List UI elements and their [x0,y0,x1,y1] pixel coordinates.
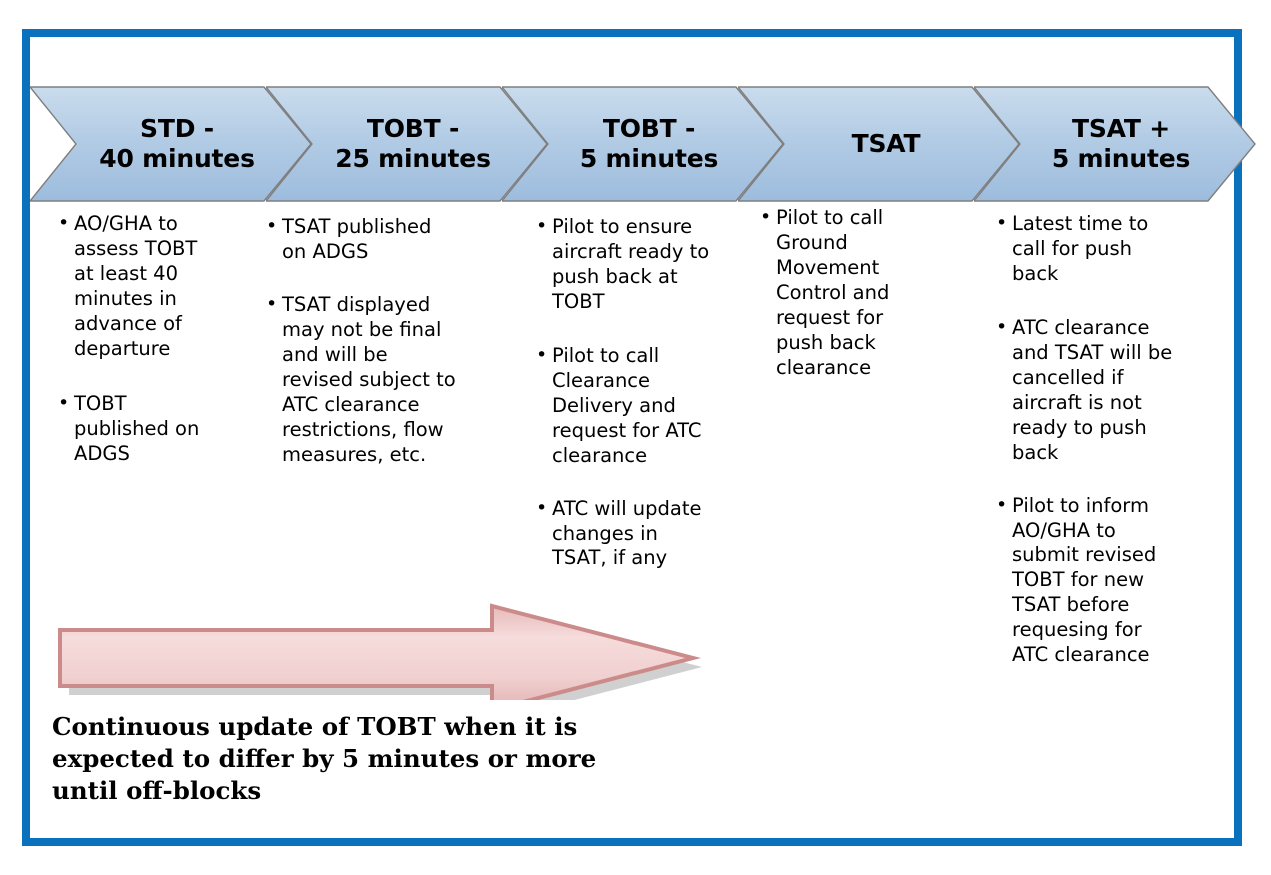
stage-label: TOBT - 5 minutes [579,114,719,173]
list-item: Pilot to call Clearance Delivery and req… [536,343,711,469]
caption-text: Continuous update of TOBT when it is exp… [52,712,597,805]
bullet-text: TOBT published on ADGS [74,391,200,465]
list-item: TOBT published on ADGS [58,391,208,467]
list-item: Pilot to call Ground Movement Control an… [760,205,890,381]
stage-label: STD - 40 minutes [99,114,255,173]
stage-chevron-tobt-25[interactable]: TOBT - 25 minutes [266,86,548,202]
continuous-update-arrow [52,596,702,700]
bullet-text: TSAT published on ADGS [282,215,432,263]
list-item: Latest time to call for push back [996,211,1176,287]
list-item: TSAT displayed may not be final and will… [266,292,456,468]
bullet-text: Latest time to call for push back [1012,212,1149,285]
chevron-shape-icon [738,86,1020,202]
stage-bullets-tsat-plus-5: Latest time to call for push back ATC cl… [996,211,1176,669]
bullet-text: TSAT displayed may not be final and will… [282,292,456,466]
stage-bullets-tobt-5: Pilot to ensure aircraft ready to push b… [536,214,711,572]
right-arrow-icon [58,603,702,700]
stage-chevron-tsat[interactable]: TSAT [738,86,1020,202]
timeline-chevron-band: STD - 40 minutes TOBT - 25 minutes [0,86,1271,202]
bullet-text: Pilot to ensure aircraft ready to push b… [552,215,710,313]
chevron-shape-icon [974,86,1256,202]
stage-bullets-std-40: AO/GHA to assess TOBT at least 40 minute… [58,211,208,467]
list-item: Pilot to ensure aircraft ready to push b… [536,214,711,315]
bullet-text: AO/GHA to assess TOBT at least 40 minute… [74,212,198,360]
list-item: ATC clearance and TSAT will be cancelled… [996,315,1176,466]
bullet-text: Pilot to call Clearance Delivery and req… [552,343,702,467]
stage-bullets-tsat: Pilot to call Ground Movement Control an… [760,205,890,381]
list-item: ATC will update changes in TSAT, if any [536,496,711,572]
list-item: TSAT published on ADGS [266,214,456,265]
bullet-text: Pilot to call Ground Movement Control an… [776,206,890,379]
stage-chevron-std-40[interactable]: STD - 40 minutes [30,86,312,202]
list-item: Pilot to inform AO/GHA to submit revised… [996,493,1176,669]
stage-label: TSAT [851,129,921,158]
chevron-shape-icon [502,86,784,202]
outer-blue-frame [22,29,1242,846]
stage-chevron-tobt-5[interactable]: TOBT - 5 minutes [502,86,784,202]
stage-label: TSAT + 5 minutes [1051,114,1191,173]
stage-bullets-tobt-25: TSAT published on ADGS TSAT displayed ma… [266,214,456,468]
bullet-text: ATC clearance and TSAT will be cancelled… [1012,315,1173,464]
stage-chevron-tsat-plus-5[interactable]: TSAT + 5 minutes [974,86,1256,202]
list-item: AO/GHA to assess TOBT at least 40 minute… [58,211,208,362]
chevron-shape-icon [30,86,312,202]
stage-label: TOBT - 25 minutes [335,114,491,173]
bullet-text: ATC will update changes in TSAT, if any [552,496,702,570]
bullet-text: Pilot to inform AO/GHA to submit revised… [1012,493,1157,667]
chevron-shape-icon [266,86,548,202]
